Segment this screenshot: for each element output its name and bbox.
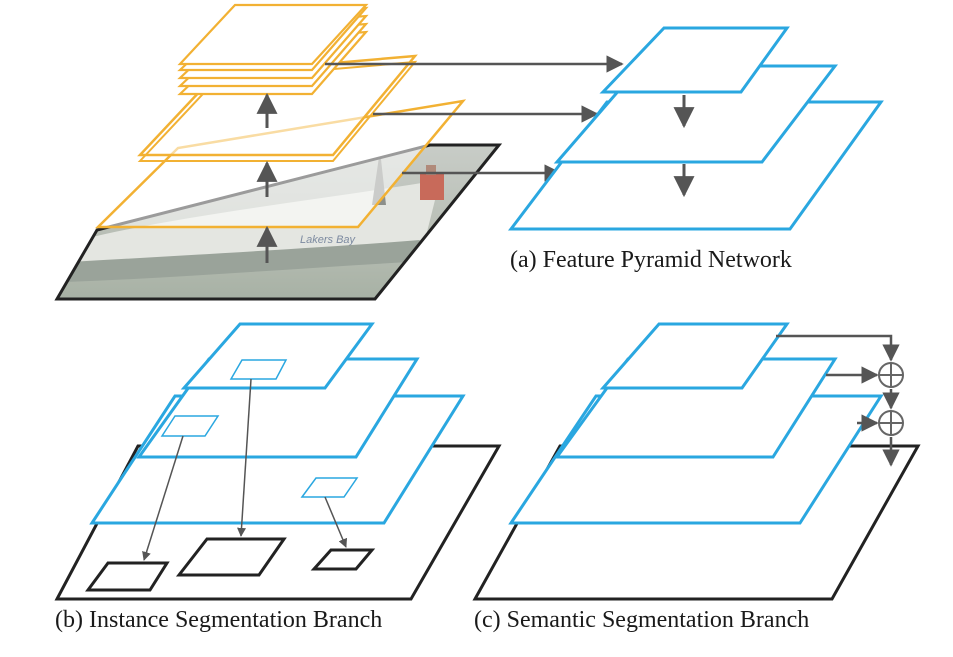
instance-branch-caption: (b) Instance Segmentation Branch	[55, 607, 383, 633]
semantic-branch	[472, 322, 921, 601]
semantic-fpn-plane-1	[599, 322, 790, 390]
backbone-group: Lakers Bay	[54, 3, 503, 301]
mask-box-3	[310, 548, 376, 571]
mask-box-2	[175, 537, 287, 577]
lateral-connections	[325, 55, 624, 182]
circled-plus-icon	[878, 362, 904, 388]
merge-line-1	[776, 334, 900, 362]
roi-arrow-2	[142, 435, 184, 561]
mask-box-1	[85, 561, 170, 592]
roi-box-1	[229, 359, 288, 380]
backbone-plane-stack	[177, 3, 369, 96]
semantic-branch-caption: (c) Semantic Segmentation Branch	[474, 607, 810, 633]
fpn-group	[507, 26, 884, 231]
roi-arrow-1	[237, 378, 252, 537]
backbone-plane-2	[137, 54, 418, 157]
roi-box-3	[300, 477, 359, 498]
circled-plus-icon	[878, 410, 904, 436]
image-overlay-text: Lakers Bay	[300, 234, 357, 246]
fpn-plane-1	[599, 26, 790, 94]
roi-box-2	[160, 415, 220, 437]
instance-branch	[54, 322, 502, 601]
instance-fpn-plane-1	[180, 322, 375, 390]
fpn-caption: (a) Feature Pyramid Network	[510, 247, 792, 273]
roi-arrow-3	[324, 496, 348, 548]
